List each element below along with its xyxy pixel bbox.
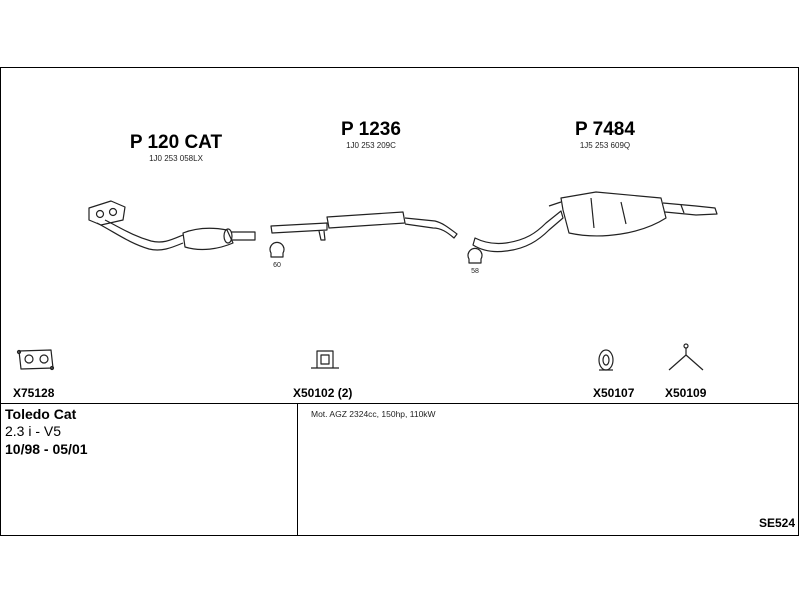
middle-silencer-drawing bbox=[270, 211, 458, 241]
engine-note: Mot. AGZ 2324cc, 150hp, 110kW bbox=[311, 409, 436, 419]
part-label-group-rear-silencer: P 7484 1J5 253 609Q bbox=[575, 119, 635, 150]
info-row: Toledo Cat 2.3 i - V5 10/98 - 05/01 Mot.… bbox=[1, 403, 798, 536]
pipe-clamp-60: 60 bbox=[269, 241, 285, 269]
accessory-code-rubber-ring: X50107 bbox=[593, 386, 635, 400]
hanger-bracket-icon bbox=[668, 343, 704, 371]
rear-silencer-drawing bbox=[472, 191, 718, 253]
accessory-code-gasket: X75128 bbox=[13, 386, 55, 400]
catalytic-converter-drawing bbox=[88, 200, 256, 251]
pipe-clamp-58: 58 bbox=[467, 247, 483, 275]
rubber-ring-icon bbox=[598, 349, 614, 371]
part-oem-middle-silencer: 1J0 253 209C bbox=[346, 141, 396, 150]
rubber-mount-icon bbox=[311, 350, 339, 369]
clamp-size-60: 60 bbox=[273, 262, 281, 269]
accessory-code-hanger: X50109 bbox=[665, 386, 707, 400]
vehicle-info-box: Toledo Cat 2.3 i - V5 10/98 - 05/01 bbox=[1, 404, 298, 536]
exhaust-system-diagram: P 120 CAT 1J0 253 058LX P 1236 1J0 253 2… bbox=[13, 119, 718, 400]
vehicle-name: Toledo Cat bbox=[5, 406, 77, 422]
gasket-icon bbox=[16, 349, 55, 371]
part-label-group-catalytic-converter: P 120 CAT 1J0 253 058LX bbox=[130, 132, 223, 163]
part-code-catalytic-converter: P 120 CAT bbox=[130, 132, 223, 153]
accessory-code-rubber-mount: X50102 (2) bbox=[293, 386, 352, 400]
diagram-sheet: P 120 CAT 1J0 253 058LX P 1236 1J0 253 2… bbox=[0, 67, 799, 536]
reference-code: SE524 bbox=[758, 516, 795, 530]
part-label-group-middle-silencer: P 1236 1J0 253 209C bbox=[341, 119, 401, 150]
part-code-rear-silencer: P 7484 bbox=[575, 119, 635, 140]
part-code-middle-silencer: P 1236 bbox=[341, 119, 401, 140]
clamp-size-58: 58 bbox=[471, 268, 479, 275]
part-oem-rear-silencer: 1J5 253 609Q bbox=[580, 141, 630, 150]
vehicle-years: 10/98 - 05/01 bbox=[5, 441, 88, 457]
part-oem-catalytic-converter: 1J0 253 058LX bbox=[149, 154, 203, 163]
engine-notes-box: Mot. AGZ 2324cc, 150hp, 110kW SE524 bbox=[298, 404, 798, 536]
vehicle-engine: 2.3 i - V5 bbox=[5, 423, 62, 439]
